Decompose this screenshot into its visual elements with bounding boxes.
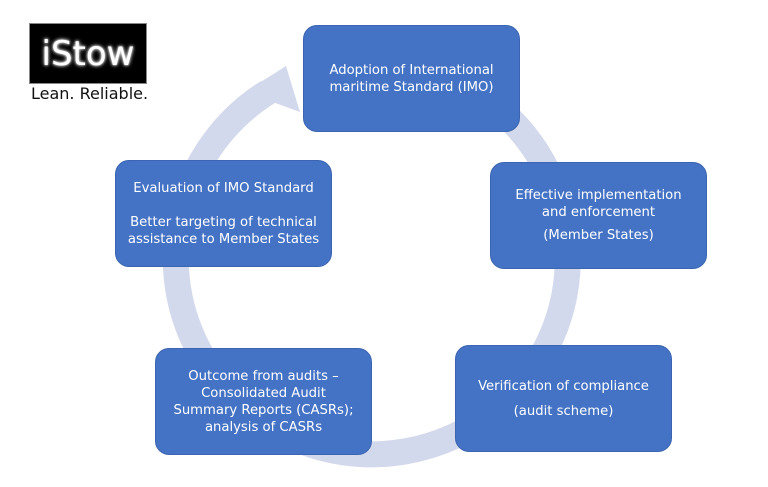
step-text: Verification of compliance — [478, 378, 649, 394]
step-subtext: (audit scheme) — [513, 403, 614, 419]
step-text: Outcome from audits – Consolidated Audit… — [173, 368, 354, 435]
step-evaluation: Evaluation of IMO Standard Better target… — [115, 160, 332, 267]
step-text: Effective implementation and enforcement — [515, 188, 682, 220]
step-subtext: (Member States) — [543, 228, 654, 243]
step-text: Evaluation of IMO Standard — [133, 180, 314, 196]
step-outcome: Outcome from audits – Consolidated Audit… — [155, 348, 372, 455]
step-implementation: Effective implementation and enforcement… — [490, 162, 707, 269]
step-text: Adoption of International maritime Stand… — [329, 62, 494, 95]
arrowhead-icon — [245, 66, 300, 112]
logo-tagline: Lean. Reliable. — [31, 84, 149, 103]
step-verification: Verification of compliance (audit scheme… — [455, 345, 672, 452]
step-adoption: Adoption of International maritime Stand… — [303, 25, 520, 132]
istow-logo: iStow — [29, 23, 147, 84]
step-subtext: Better targeting of technical assistance… — [127, 214, 320, 247]
